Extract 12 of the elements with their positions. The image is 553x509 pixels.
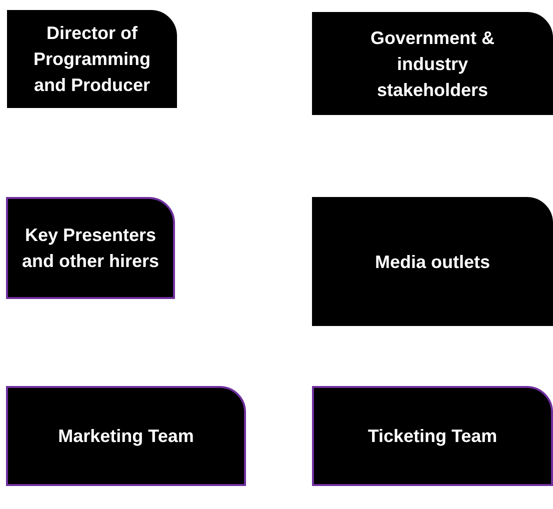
box-label: Media outlets	[374, 250, 490, 274]
box-label: Key Presenters and other hirers	[20, 224, 160, 273]
rounded-box	[6, 197, 175, 299]
rounded-box	[312, 197, 553, 326]
rounded-box	[6, 386, 246, 486]
box-label: Ticketing Team	[368, 425, 498, 448]
rounded-box	[312, 386, 553, 486]
box-label: Director of Programming and Producer	[32, 22, 152, 97]
box-label: Government & industry stakeholders	[369, 26, 496, 102]
box-label: Marketing Team	[58, 425, 194, 448]
rounded-box	[312, 12, 553, 115]
rounded-box	[7, 10, 177, 108]
